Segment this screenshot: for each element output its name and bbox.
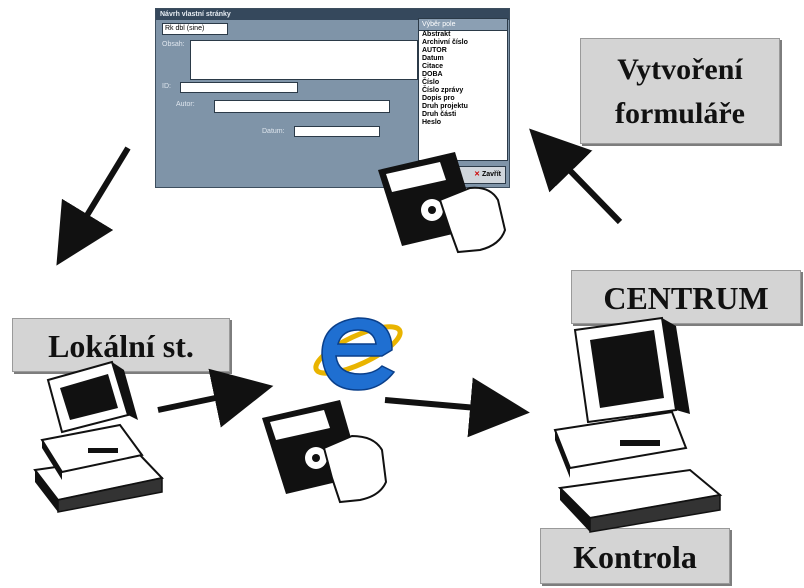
form-author-field[interactable]	[214, 100, 390, 113]
close-icon: ✕	[474, 171, 480, 178]
form-content-field[interactable]	[190, 40, 418, 80]
center-computer-icon	[553, 316, 723, 533]
form-field-list-item[interactable]: DOBA	[422, 71, 443, 78]
form-field-list-header: Výběr pole	[419, 19, 507, 31]
arrow-local-to-disk	[157, 368, 274, 428]
form-field-list-item[interactable]: Číslo	[422, 79, 440, 86]
internet-explorer-icon	[313, 317, 403, 391]
form-top-field-value: Rk dbl (sine)	[165, 25, 205, 32]
form-label-content: Obsah:	[162, 41, 185, 48]
form-field-list-item[interactable]: AUTOR	[422, 47, 447, 54]
form-field-list-item[interactable]: Heslo	[422, 119, 442, 126]
form-creation-label: Vytvoření formuláře	[580, 38, 780, 144]
control-label: Kontrola	[540, 528, 730, 584]
form-field-list-item[interactable]: Citace	[422, 63, 444, 70]
form-date-field[interactable]	[294, 126, 380, 137]
form-field-list-item[interactable]: Číslo zprávy	[422, 87, 464, 94]
form-top-field[interactable]: Rk dbl (sine)	[162, 23, 228, 35]
form-creation-label-line1: Vytvoření	[617, 53, 743, 86]
form-field-list-item[interactable]: Archivní číslo	[422, 39, 468, 46]
form-window-title: Návrh vlastní stránky	[156, 9, 509, 20]
arrow-center-to-form	[529, 128, 623, 225]
form-field-list-item[interactable]: Druh části	[422, 111, 457, 118]
local-computer-icon	[33, 360, 164, 513]
center-label: CENTRUM	[571, 270, 801, 324]
form-creation-label-line2: formuláře	[615, 97, 745, 130]
form-field-list-item[interactable]: Datum	[422, 55, 444, 62]
floppy-disk-icon-center	[262, 400, 388, 504]
form-id-field[interactable]	[180, 82, 298, 93]
arrow-disk-to-control	[384, 377, 530, 438]
close-button[interactable]: ✕ Zavřít	[456, 166, 506, 184]
form-field-list-item[interactable]: Abstrakt	[422, 31, 451, 38]
form-field-list-item[interactable]: Druh projektu	[422, 103, 468, 110]
floppy-disk-icon-top	[378, 152, 507, 254]
form-field-list-item[interactable]: Dopis pro	[422, 95, 455, 102]
close-button-label: Zavřít	[481, 171, 501, 178]
arrow-form-to-local	[56, 146, 131, 266]
form-label-id: ID:	[162, 83, 171, 90]
form-label-author: Autor:	[176, 101, 195, 108]
form-label-date: Datum:	[262, 128, 285, 135]
form-window: Návrh vlastní stránky Rk dbl (sine) Obsa…	[155, 8, 510, 188]
